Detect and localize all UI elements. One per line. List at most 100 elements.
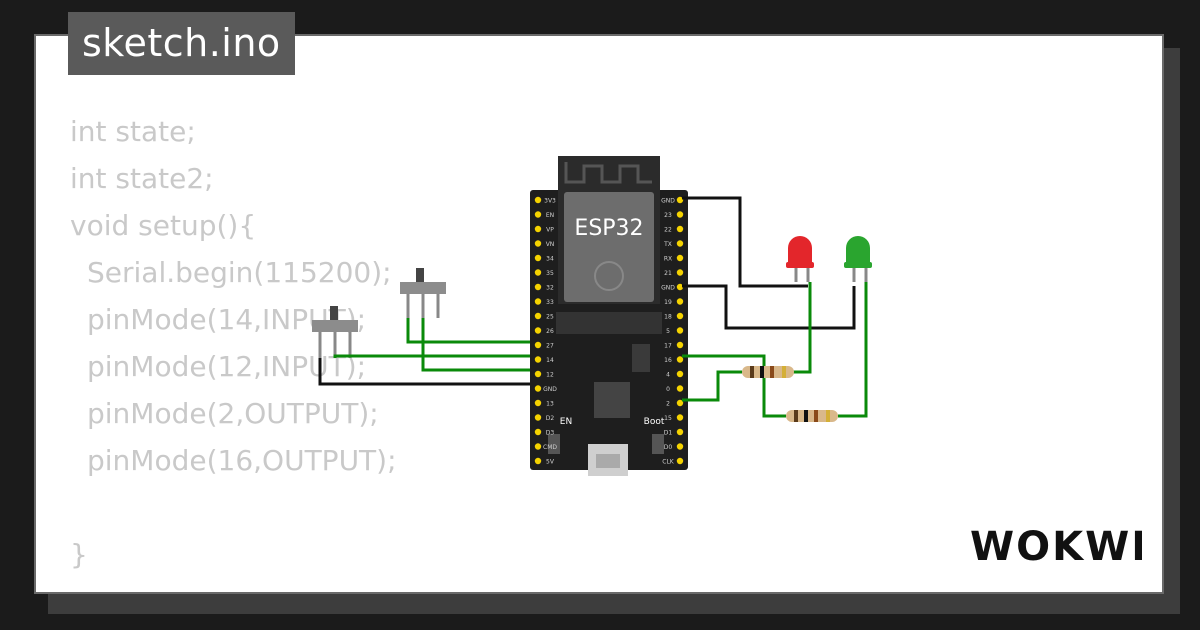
pin-label: 15 [664, 415, 672, 422]
en-label: EN [560, 417, 572, 427]
resistor-1[interactable] [742, 366, 794, 378]
pin-label: 0 [666, 386, 670, 393]
pin-pad[interactable] [676, 225, 684, 233]
pin-pad[interactable] [676, 312, 684, 320]
pin-pad[interactable] [534, 385, 542, 392]
pin-pad[interactable] [676, 399, 684, 407]
pin-pad[interactable] [676, 385, 684, 392]
switch-wires [318, 318, 538, 386]
pin-pad[interactable] [676, 414, 684, 421]
pin-pad[interactable] [676, 254, 684, 262]
pin-label: 27 [546, 343, 554, 350]
project-card[interactable]: int state; int state2; void setup(){ Ser… [34, 34, 1164, 594]
pin-pad[interactable] [534, 443, 542, 450]
sketch-file-tab[interactable]: sketch.ino [68, 12, 295, 75]
code-preview: int state; int state2; void setup(){ Ser… [70, 108, 397, 578]
boot-label: Boot [644, 417, 665, 427]
pin-pad[interactable] [534, 341, 542, 349]
pin-pad[interactable] [676, 341, 684, 349]
pin-pad[interactable] [534, 283, 542, 291]
green-led[interactable] [844, 236, 872, 282]
pin-label: VP [546, 227, 554, 234]
pin-label: 18 [664, 314, 672, 321]
code-line: Serial.begin(115200); [87, 256, 392, 289]
slide-switch-2[interactable] [312, 306, 358, 358]
pin-label: GND [661, 198, 675, 205]
pin-pad[interactable] [534, 428, 542, 436]
code-line: void setup(){ [70, 209, 257, 242]
pin-label: 4 [666, 372, 670, 379]
pin-label: TX [663, 241, 672, 248]
pin-label: 26 [546, 328, 554, 335]
pin-label: 32 [546, 285, 554, 292]
pin-pad[interactable] [534, 356, 542, 363]
slide-switch-1[interactable] [400, 268, 446, 318]
pin-pad[interactable] [534, 312, 542, 320]
pin-pad[interactable] [534, 414, 542, 421]
pin-label: D2 [546, 415, 555, 422]
wokwi-logo: WOKWI [970, 524, 1142, 570]
pin-label: 23 [664, 212, 672, 219]
pin-pad[interactable] [534, 298, 542, 305]
pin-label: 21 [664, 270, 672, 277]
pin-label: 3V3 [544, 198, 556, 205]
red-led[interactable] [786, 236, 814, 282]
pin-label: 25 [546, 314, 554, 321]
pin-label: 13 [546, 401, 554, 408]
pin-pad[interactable] [534, 211, 542, 218]
pin-label: 2 [666, 401, 670, 408]
esp32-board[interactable]: ESP32 EN Boot 3V3ENVPVN34353233252627141… [530, 156, 688, 476]
code-line: pinMode(2,OUTPUT); [87, 397, 379, 430]
pin-label: GND [543, 386, 557, 393]
pin-label: D3 [546, 430, 555, 437]
pin-pad[interactable] [676, 457, 684, 465]
code-line: } [70, 538, 88, 571]
circuit-diagram[interactable]: ESP32 EN Boot 3V3ENVPVN34353233252627141… [36, 36, 1164, 594]
code-line: int state; [70, 115, 196, 148]
pin-label: 14 [546, 357, 554, 364]
pin-pad[interactable] [676, 298, 684, 305]
pin-pad[interactable] [534, 269, 542, 276]
pin-pad[interactable] [534, 370, 542, 378]
pin-pad[interactable] [676, 443, 684, 450]
pin-pad[interactable] [534, 399, 542, 407]
pin-label: 5 [666, 328, 670, 335]
pin-label: GND [661, 285, 675, 292]
pin-pad[interactable] [534, 196, 542, 204]
pin-pad[interactable] [676, 269, 684, 276]
pin-pad[interactable] [676, 283, 684, 291]
chip-label: ESP32 [574, 216, 643, 241]
pin-label: 12 [546, 372, 554, 379]
pin-pad[interactable] [676, 211, 684, 218]
pin-pad[interactable] [534, 457, 542, 465]
pin-label: 35 [546, 270, 554, 277]
pin-label: 33 [546, 299, 554, 306]
pin-label: RX [664, 256, 672, 263]
code-line: int state2; [70, 162, 214, 195]
pin-pad[interactable] [534, 254, 542, 262]
pin-pad[interactable] [534, 327, 542, 334]
pin-pad[interactable] [676, 356, 684, 363]
pin-pad[interactable] [534, 225, 542, 233]
pin-pad[interactable] [676, 370, 684, 378]
pin-label: D1 [664, 430, 673, 437]
board-wires [682, 196, 868, 418]
pin-label: 34 [546, 256, 554, 263]
pin-pad[interactable] [534, 240, 542, 247]
resistor-2[interactable] [786, 410, 838, 422]
pin-label: 16 [664, 357, 672, 364]
pin-label: CMD [543, 444, 557, 451]
pin-label: CLK [662, 459, 675, 466]
pin-pad[interactable] [676, 428, 684, 436]
pin-label: VN [546, 241, 555, 248]
pin-label: 19 [664, 299, 672, 306]
pin-pad[interactable] [676, 327, 684, 334]
pin-label: D0 [664, 444, 673, 451]
pin-pad[interactable] [676, 240, 684, 247]
pin-label: 17 [664, 343, 672, 350]
pin-label: 22 [664, 227, 672, 234]
pin-label: 5V [546, 459, 555, 466]
left-pin-header: 3V3ENVPVN343532332526271412GND13D2D3CMD5… [534, 196, 557, 466]
pin-pad[interactable] [676, 196, 684, 204]
